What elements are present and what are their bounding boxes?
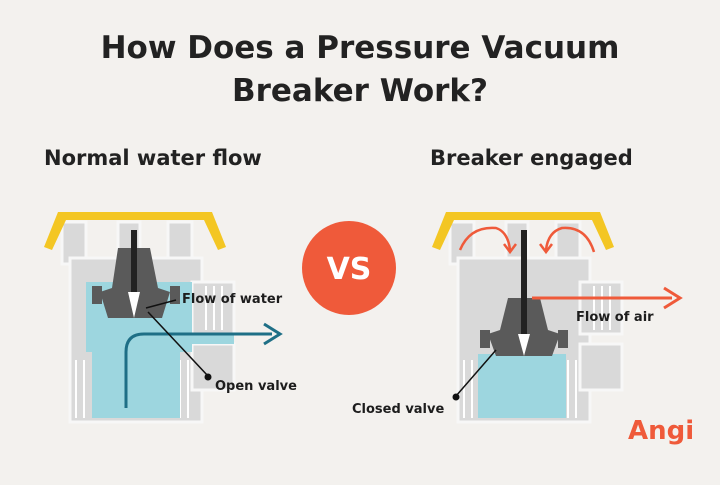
- open-valve-label: Open valve: [215, 379, 297, 394]
- left-handle: [44, 212, 226, 250]
- title-line-1: How Does a Pressure Vacuum: [100, 30, 620, 66]
- water-flow-arrow: [124, 332, 272, 408]
- title-line-2: Breaker Work?: [231, 73, 489, 109]
- closed-valve-label: Closed valve: [352, 402, 445, 417]
- air-inflow-arrows: [458, 226, 596, 255]
- flow-of-water-label: Flow of water: [182, 292, 283, 307]
- right-valve-assembly: [432, 212, 683, 424]
- right-handle: [432, 212, 614, 250]
- left-valve-assembly: [44, 212, 283, 424]
- breaker-engaged-heading: Breaker engaged: [430, 146, 633, 170]
- right-water: [478, 354, 566, 418]
- vs-badge: [302, 221, 396, 315]
- flow-of-air-label: Flow of air: [576, 310, 654, 325]
- vs-text: VS: [326, 252, 372, 287]
- angi-logo[interactable]: Angi: [628, 416, 695, 446]
- normal-flow-heading: Normal water flow: [44, 146, 262, 170]
